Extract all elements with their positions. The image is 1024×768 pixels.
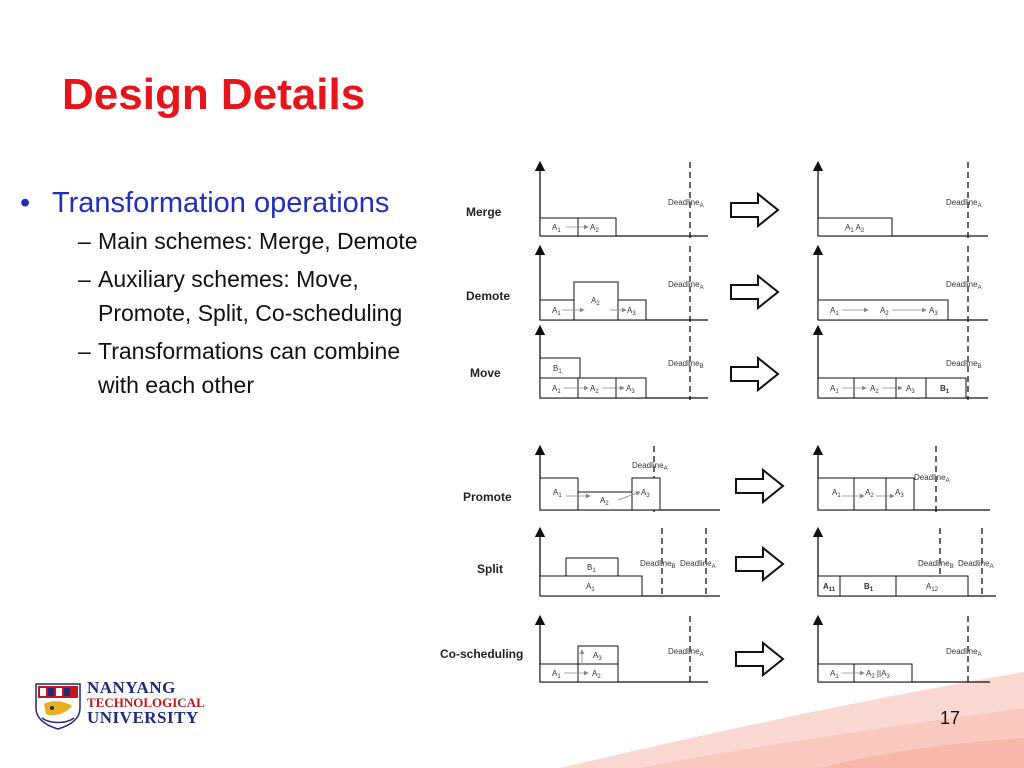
task-box-label: A1	[830, 306, 839, 317]
bullet-dash: –	[78, 228, 91, 254]
row-label-split: Split	[477, 562, 503, 576]
sub-bullet: – Auxiliary schemes: Move, Promote, Spli…	[78, 262, 430, 330]
merge-before: DeadlineA A1 A2	[534, 160, 708, 238]
slide-title: Design Details	[62, 70, 366, 119]
task-box-label: A3	[593, 651, 602, 662]
promote-before: DeadlineA A1 A2 A3	[534, 444, 720, 512]
logo-line-1: NANYANG	[87, 678, 176, 697]
task-box-label: A2	[865, 488, 874, 499]
deadline-label: DeadlineA	[668, 647, 704, 658]
task-box-label: A2	[870, 384, 879, 395]
deadline-label: DeadlineB	[918, 559, 954, 570]
bullet-dot: •	[20, 187, 31, 219]
task-box-label: A1	[552, 223, 561, 234]
task-box-label: B1	[940, 384, 950, 395]
task-box-label: A11	[823, 582, 836, 593]
task-box-label: A3	[626, 384, 635, 395]
deadline-label: DeadlineA	[668, 280, 704, 291]
task-box-label: A3	[929, 306, 938, 317]
deadline-label: DeadlineB	[668, 359, 704, 370]
task-box-label: A1	[830, 384, 839, 395]
bullet-list: • Transformation operations – Main schem…	[20, 186, 430, 402]
task-box-label: A2	[592, 669, 601, 680]
move-after: DeadlineB A1 A2 A3 B1	[812, 324, 988, 400]
logo-line-2: TECHNOLOGICAL	[87, 695, 205, 710]
row-label-demote: Demote	[466, 289, 510, 303]
task-box-label: A2	[591, 296, 600, 307]
task-box-label: A1	[553, 488, 562, 499]
logo-text: NANYANG TECHNOLOGICAL UNIVERSITY	[87, 678, 205, 727]
task-box-label: A2	[590, 384, 599, 395]
split-before: DeadlineB DeadlineA B1 A1	[534, 526, 720, 598]
university-logo: NANYANG TECHNOLOGICAL UNIVERSITY	[34, 678, 205, 730]
deadline-label: DeadlineA	[958, 559, 994, 570]
task-box-label: B1	[864, 582, 874, 593]
task-box-label: A3	[906, 384, 915, 395]
bullet-dash: –	[78, 266, 91, 292]
task-box-label: A1	[586, 582, 595, 593]
row-label-promote: Promote	[463, 490, 512, 504]
demote-after: DeadlineA A1 A2 A3	[812, 244, 988, 322]
row-label-merge: Merge	[466, 205, 502, 219]
deadline-label: DeadlineA	[946, 198, 982, 209]
sub-bullet: – Main schemes: Merge, Demote	[78, 224, 430, 258]
task-box-label: A3	[895, 488, 904, 499]
deadline-label: DeadlineA	[946, 647, 982, 658]
page-number: 17	[940, 708, 961, 728]
bullet-dash: –	[78, 338, 91, 364]
sub-bullet-text: Transformations can combine with each ot…	[98, 338, 401, 398]
task-box-label: A1	[832, 488, 841, 499]
sub-bullet-text: Main schemes: Merge, Demote	[98, 228, 418, 254]
transform-arrow-icon	[730, 191, 785, 678]
demote-before: DeadlineA A1 A2 A3	[534, 244, 708, 322]
task-box-label: B1	[553, 364, 562, 375]
sub-bullet: – Transformations can combine with each …	[78, 334, 430, 402]
task-box-label: B1	[587, 563, 596, 574]
task-box-label: A3	[627, 306, 636, 317]
deadline-label: DeadlineA	[680, 559, 716, 570]
deadline-label: DeadlineA	[632, 461, 668, 472]
task-box-label: A3	[641, 488, 650, 499]
sub-bullet-text: Auxiliary schemes: Move, Promote, Split,…	[98, 266, 403, 326]
deadline-label: DeadlineB	[946, 359, 982, 370]
task-box-label: A2	[600, 496, 609, 507]
split-after: DeadlineB DeadlineA A11 B1 A12	[812, 526, 996, 598]
task-box-label: A2 ||A3	[866, 669, 890, 680]
row-label-move: Move	[470, 366, 501, 380]
deadline-label: DeadlineA	[914, 473, 950, 484]
logo-line-3: UNIVERSITY	[87, 708, 199, 727]
co-scheduling-before: DeadlineA A3 A1 A2	[534, 614, 708, 684]
transformation-diagram: Merge Demote Move Promote Split Co-sched…	[440, 160, 996, 684]
task-box-label: A2	[880, 306, 889, 317]
deadline-label: DeadlineB	[640, 559, 676, 570]
row-label-co-scheduling: Co-scheduling	[440, 647, 523, 661]
task-box-label: A2	[590, 223, 599, 234]
promote-after: DeadlineA A1 A2 A3	[812, 444, 990, 512]
deadline-label: DeadlineA	[668, 198, 704, 209]
move-before: DeadlineB B1 A1 A2 A3	[534, 324, 708, 400]
co-scheduling-after: DeadlineA A1 A2 ||A3	[812, 614, 990, 684]
task-box-label: A1	[552, 669, 561, 680]
task-box-label: A1	[552, 384, 561, 395]
task-box-label: A1 A2	[845, 223, 865, 234]
task-box-label: A1	[552, 306, 561, 317]
bullet-main: • Transformation operations	[20, 186, 430, 220]
task-box-label: A1	[830, 669, 839, 680]
crest-icon	[35, 683, 81, 730]
deadline-label: DeadlineA	[946, 280, 982, 291]
task-box-label: A12	[926, 582, 939, 593]
merge-after: DeadlineA A1 A2	[812, 160, 988, 238]
bullet-main-text: Transformation operations	[52, 187, 390, 219]
